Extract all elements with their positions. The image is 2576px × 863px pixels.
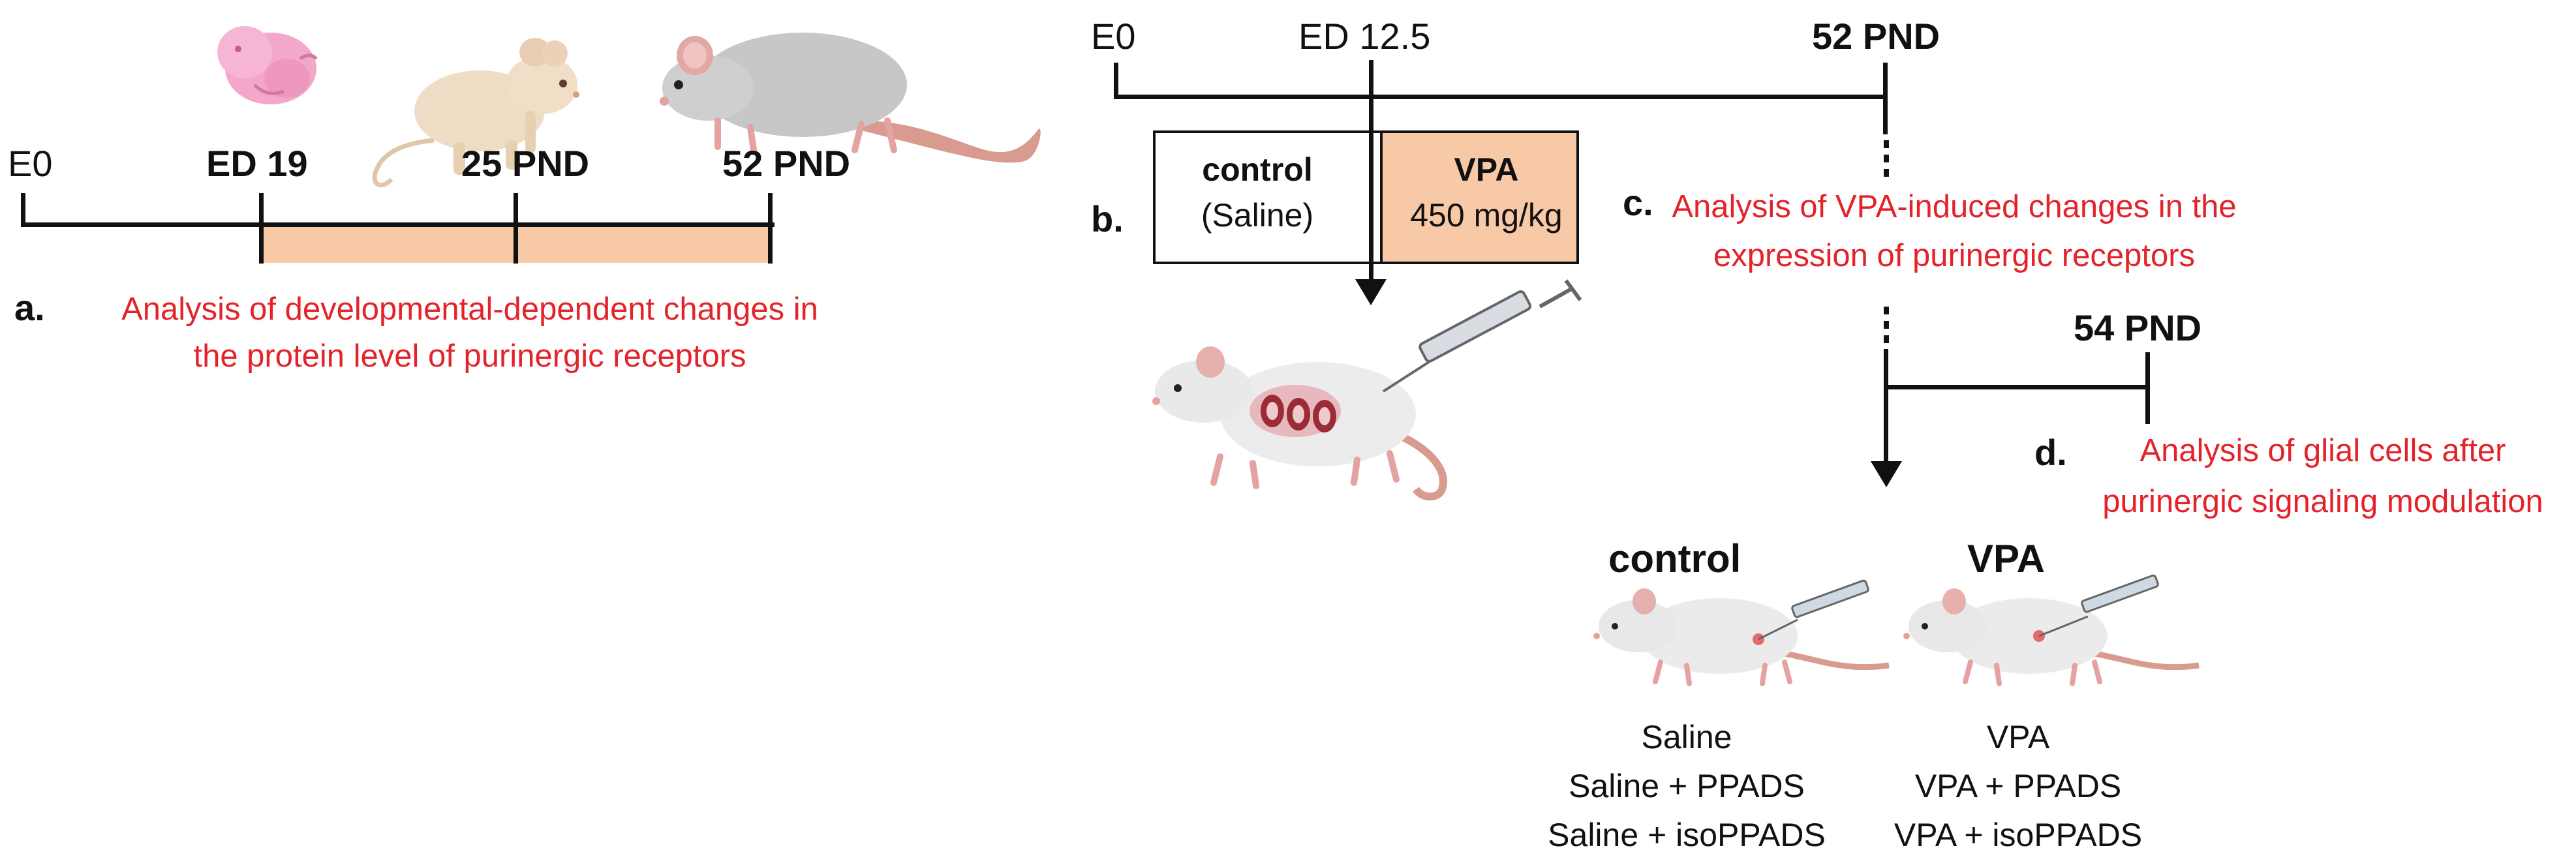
- dotted-connector: [1884, 140, 1889, 183]
- timeline-tick: [514, 193, 518, 264]
- group-control-title: control: [1608, 537, 1741, 581]
- control-item: Saline + isoPPADS: [1548, 817, 1826, 853]
- panel-c-caption-line1: Analysis of VPA-induced changes in the: [1672, 189, 2237, 224]
- arrow-b-head: [1355, 279, 1387, 305]
- timeline-tick: [259, 193, 264, 264]
- panel-a-caption-line1: Analysis of developmental-dependent chan…: [121, 292, 818, 327]
- panel-b-letter: b.: [1091, 198, 1124, 239]
- timeline-tick: [21, 193, 25, 227]
- timeline-tick: [1883, 63, 1888, 134]
- tick-ed12-5: ED 12.5: [1298, 16, 1431, 57]
- tick-54pnd: 54 PND: [2074, 307, 2202, 348]
- control-box-sub: (Saline): [1201, 197, 1314, 234]
- treated-rat-icon: [1593, 579, 1890, 686]
- timeline-d: [1884, 385, 2150, 389]
- pup-icon: [217, 26, 318, 104]
- tick-52pnd-b: 52 PND: [1812, 16, 1940, 57]
- vpa-box: [1380, 130, 1579, 264]
- control-box-title: control: [1202, 151, 1313, 188]
- tick-52pnd-a: 52 PND: [722, 143, 851, 184]
- vpa-item: VPA: [1986, 719, 2050, 755]
- tick-e0-a: E0: [8, 143, 53, 184]
- control-item: Saline: [1641, 719, 1732, 755]
- tick-ed19: ED 19: [206, 143, 308, 184]
- panel-a-letter: a.: [14, 287, 45, 328]
- panel-d-caption-line1: Analysis of glial cells after: [2139, 433, 2506, 468]
- timeline-b: [1114, 95, 1888, 99]
- panel-c-caption-line2: expression of purinergic receptors: [1713, 238, 2196, 273]
- pregnant-rat-icon: [1152, 346, 1447, 501]
- control-item: Saline + PPADS: [1569, 768, 1805, 804]
- tick-e0-b: E0: [1091, 16, 1136, 57]
- panel-d-letter: d.: [2034, 432, 2067, 473]
- timeline-tick: [1114, 63, 1118, 99]
- timeline-a: [21, 222, 774, 227]
- vpa-box-title: VPA: [1454, 151, 1519, 188]
- arrow-d-shaft: [1884, 349, 1888, 463]
- panel-c-letter: c.: [1623, 182, 1653, 223]
- tick-25pnd: 25 PND: [461, 143, 590, 184]
- juvenile-rat-icon: [372, 38, 579, 188]
- timeline-tick: [768, 193, 773, 264]
- panel-a-caption-line2: the protein level of purinergic receptor…: [193, 339, 746, 374]
- dotted-connector: [1884, 307, 1889, 350]
- arrow-d-head: [1871, 461, 1902, 487]
- group-vpa-title: VPA: [1967, 537, 2045, 581]
- vpa-item: VPA + isoPPADS: [1894, 817, 2143, 853]
- vpa-box-dose: 450 mg/kg: [1410, 197, 1563, 234]
- adult-rat-icon: [660, 33, 1041, 163]
- panel-d-caption-line2: purinergic signaling modulation: [2102, 484, 2543, 519]
- treated-rat-icon: [1903, 574, 2200, 686]
- arrow-b-shaft: [1369, 60, 1373, 282]
- vpa-item: VPA + PPADS: [1914, 768, 2122, 804]
- syringe-icon: [1382, 279, 1582, 393]
